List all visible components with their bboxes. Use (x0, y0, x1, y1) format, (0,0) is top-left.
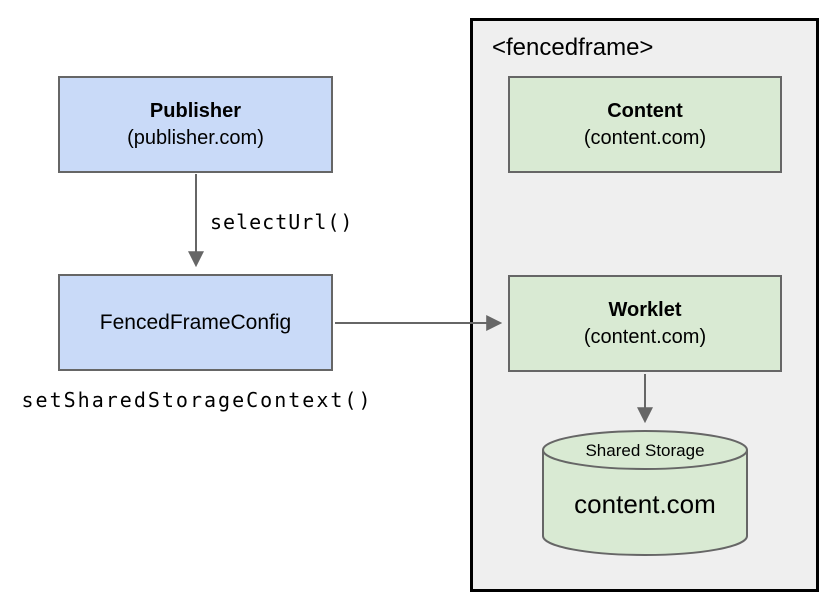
select-url-label: selectUrl() (210, 210, 354, 234)
worklet-subtitle: (content.com) (583, 325, 707, 348)
publisher-node: Publisher (publisher.com) (58, 76, 333, 173)
shared-storage-title: Shared Storage (585, 441, 705, 460)
shared-storage-cylinder: Shared Storage content.com (540, 428, 750, 558)
fencedframe-label: <fencedframe> (492, 34, 654, 61)
fenced-frame-config-node: FencedFrameConfig (58, 274, 333, 371)
content-node: Content (content.com) (508, 76, 782, 173)
publisher-title: Publisher (149, 99, 242, 122)
set-shared-storage-context-label: setSharedStorageContext() (21, 388, 373, 412)
worklet-node: Worklet (content.com) (508, 275, 782, 372)
publisher-subtitle: (publisher.com) (127, 126, 264, 149)
content-subtitle: (content.com) (583, 126, 707, 149)
worklet-title: Worklet (608, 298, 682, 321)
shared-storage-origin: content.com (574, 489, 716, 519)
cylinder-shape-icon (542, 430, 748, 556)
fenced-frame-config-title: FencedFrameConfig (99, 311, 292, 334)
content-title: Content (607, 99, 683, 122)
